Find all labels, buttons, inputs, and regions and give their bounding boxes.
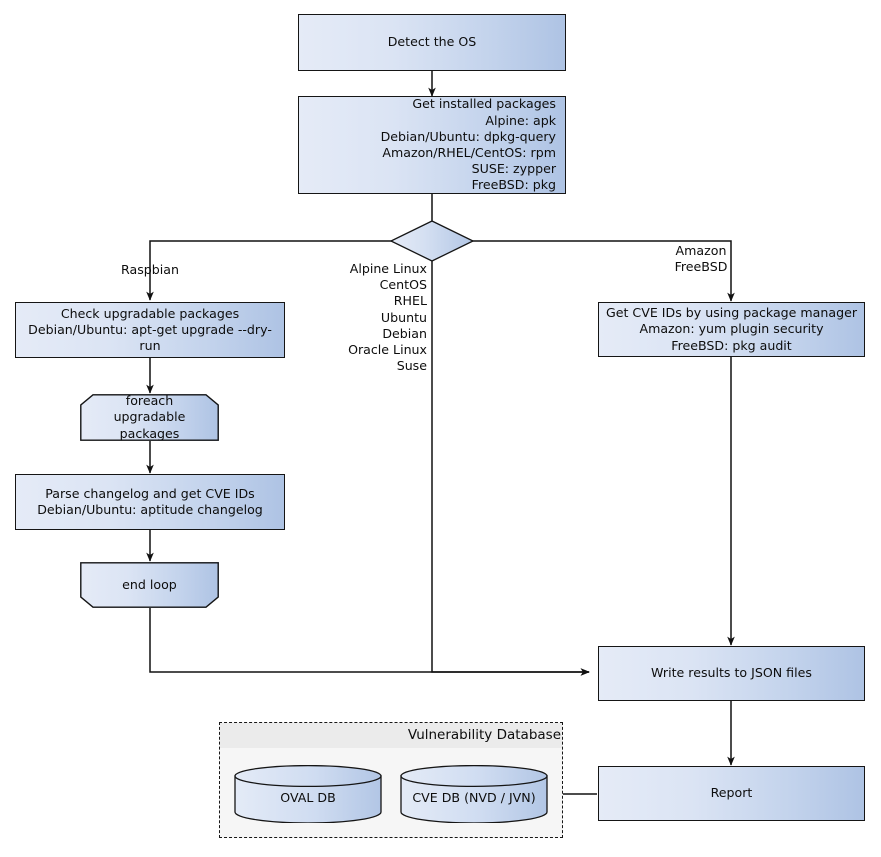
edge-decision-center-to-write (431, 261, 590, 676)
node-end-loop[interactable]: end loop (80, 562, 219, 608)
database-oval-db[interactable]: OVAL DB (234, 764, 382, 824)
edge-decision-to-cve (472, 240, 735, 302)
decision-diamond (389, 220, 475, 262)
edge-endloop-to-write (149, 608, 590, 676)
cve-db-cylinder-icon (400, 764, 548, 824)
node-report-label: Report (710, 785, 753, 801)
node-parse-changelog-label: Parse changelog and get CVE IDs Debian/U… (37, 485, 263, 517)
node-report[interactable]: Report (598, 766, 865, 821)
vulnerability-database-title: Vulnerability Database (220, 723, 562, 748)
node-check-upgradable-packages[interactable]: Check upgradable packages Debian/Ubuntu:… (15, 302, 285, 358)
oval-db-cylinder-icon (234, 764, 382, 824)
edge-label-center-distros: Alpine Linux CentOS RHEL Ubuntu Debian O… (348, 261, 427, 374)
node-detect-os[interactable]: Detect the OS (298, 14, 566, 71)
edge-label-right-distros: Amazon FreeBSD (674, 243, 728, 275)
node-parse-changelog[interactable]: Parse changelog and get CVE IDs Debian/U… (15, 474, 285, 530)
node-write-results-label: Write results to JSON files (651, 665, 812, 681)
database-cve-db[interactable]: CVE DB (NVD / JVN) (400, 764, 548, 824)
node-get-cve-package-manager-label: Get CVE IDs by using package manager Ama… (605, 305, 858, 353)
node-foreach-loop[interactable]: foreach upgradable packages (80, 393, 219, 441)
node-check-upgradable-packages-label: Check upgradable packages Debian/Ubuntu:… (28, 305, 272, 354)
node-get-cve-package-manager[interactable]: Get CVE IDs by using package manager Ama… (598, 302, 865, 357)
node-write-results[interactable]: Write results to JSON files (598, 646, 865, 701)
edge-label-raspbian: Raspbian (121, 262, 179, 277)
node-get-installed-packages[interactable]: Get installed packages Alpine: apk Debia… (298, 96, 566, 194)
node-detect-os-label: Detect the OS (387, 34, 477, 50)
node-get-installed-packages-label: Get installed packages Alpine: apk Debia… (380, 96, 556, 193)
node-foreach-loop-label: foreach upgradable packages (113, 393, 186, 441)
node-end-loop-label: end loop (122, 576, 177, 592)
edge-decision-to-check (146, 240, 392, 301)
